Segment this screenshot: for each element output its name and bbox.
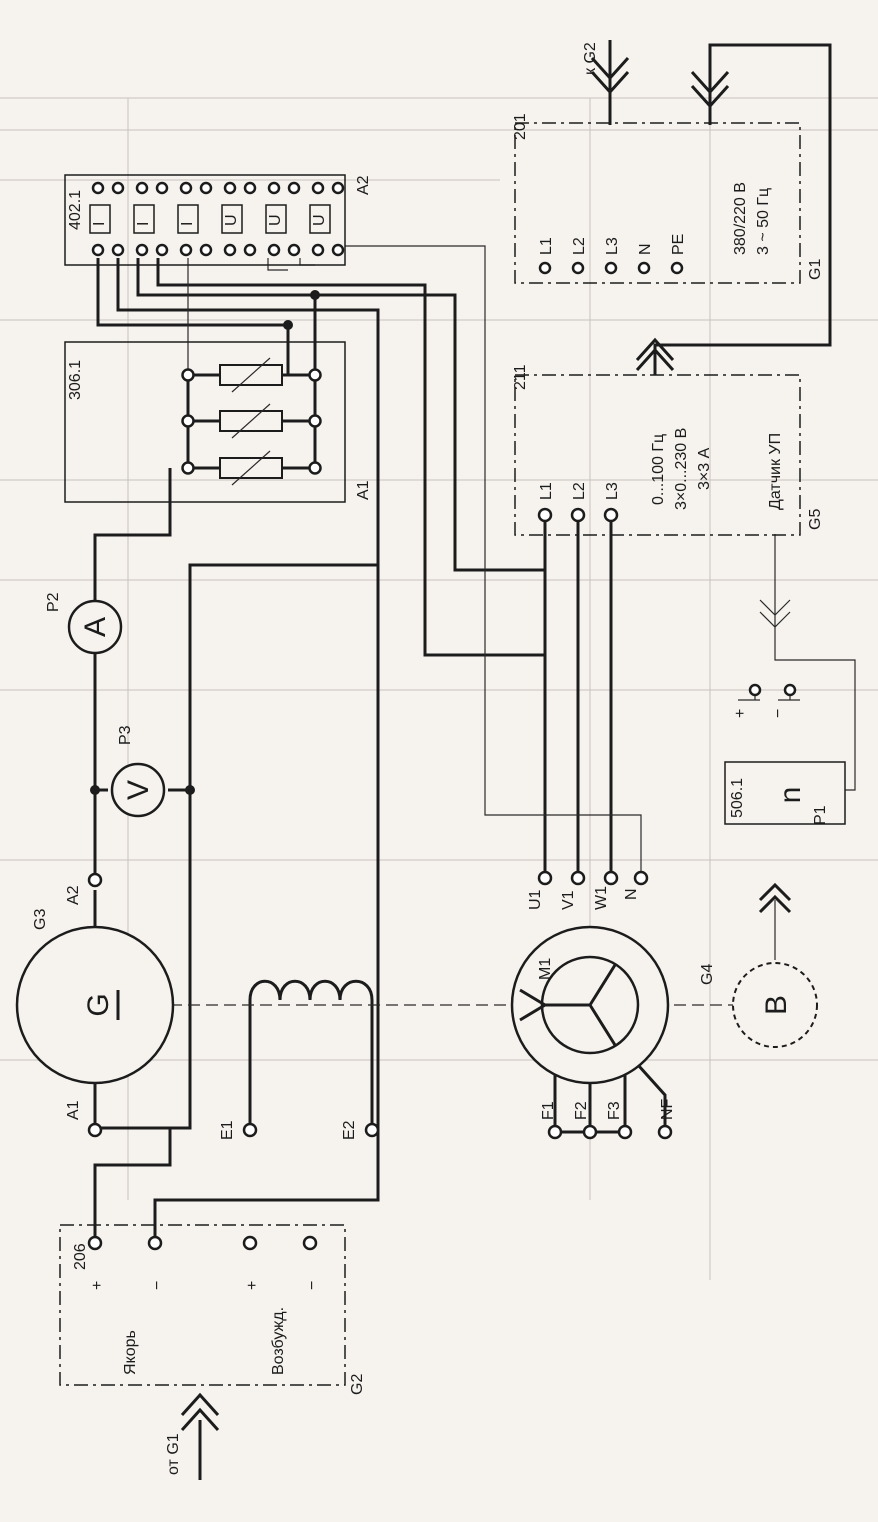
voltmeter-symbol: V (122, 780, 155, 800)
tachometer-plus: + (732, 709, 749, 718)
encoder-ref: G4 (699, 964, 716, 985)
terminal-u1: U1 (527, 889, 544, 910)
ammeter-ref: P2 (45, 592, 62, 612)
wires (93, 40, 856, 1480)
terminal-l1: L1 (538, 237, 555, 255)
terminal-pe: PE (670, 234, 687, 255)
power-supply-201: 201 G1 380/220 В 3 ~ 50 Гц L1 L2 L3 N PE… (512, 42, 824, 284)
terminal-e1: E1 (219, 1120, 236, 1140)
dc-source-206: 206 G2 + − + − Якорь Возбужд. от G1 (59, 1224, 366, 1475)
excitation-plus: + (244, 1281, 261, 1290)
label-to-g2: к G2 (582, 42, 599, 75)
tachometer-symbol: n (774, 787, 807, 804)
spec-frequency: 0...100 Гц (650, 434, 667, 505)
generator-g3: G G3 A2 A1 (15, 872, 175, 1138)
rating-frequency: 3 ~ 50 Гц (755, 188, 772, 255)
armature-label: Якорь (122, 1330, 139, 1375)
rheostat-bank (181, 357, 322, 486)
junction-dot (185, 785, 195, 795)
block-ref-g5: G5 (807, 509, 824, 530)
sensor-mark-3: I (179, 222, 196, 226)
block-code-206: 206 (72, 1243, 89, 1270)
sensor-mark-5: U (267, 214, 284, 226)
block-ref-a1: A1 (355, 480, 372, 500)
rotor-terminals: F1 F2 F3 NF (540, 1098, 676, 1140)
block-code-506-1: 506.1 (729, 778, 746, 818)
armature-minus: − (149, 1281, 166, 1290)
block-ref-g2: G2 (349, 1374, 366, 1395)
block-code-201: 201 (512, 113, 529, 140)
resistor-block-306-1: 306.1 A1 (64, 341, 372, 503)
background-table-ghost (0, 97, 878, 1280)
meter-block-402-1: 402.1 A2 I I I U U U (64, 174, 372, 266)
spec-current: 3×3 А (696, 447, 713, 490)
field-winding: E1 E2 (219, 979, 380, 1140)
terminal-n-motor: N (623, 888, 640, 900)
terminal-f2: F2 (573, 1101, 590, 1120)
rating-voltage: 380/220 В (732, 182, 749, 255)
terminal-w1: W1 (593, 886, 610, 910)
converter-terminal-l2: L2 (571, 482, 588, 500)
tachometer-506-1: 506.1 n P1 + − (724, 683, 846, 825)
sensor-mark-4: U (223, 214, 240, 226)
block-code-211: 211 (512, 364, 529, 390)
ammeter-symbol: A (79, 617, 112, 637)
terminal-l3: L3 (604, 237, 621, 255)
motor-ref: M1 (537, 958, 554, 980)
converter-terminal-l1: L1 (538, 482, 555, 500)
motor-m1: M1 U1 V1 W1 N F1 F2 F3 NF (510, 870, 676, 1140)
sensor-mark-2: I (135, 222, 152, 226)
armature-plus: + (89, 1281, 106, 1290)
tachometer-ref: P1 (812, 805, 829, 825)
block-code-306-1: 306.1 (67, 360, 84, 400)
encoder-g4: B G4 (699, 882, 818, 1048)
voltmeter-p3: V P3 (110, 725, 166, 818)
terminal-f3: F3 (606, 1101, 623, 1120)
junction-dot (310, 290, 320, 300)
converter-211: 211 G5 0...100 Гц 3×0...230 В 3×3 А Датч… (512, 337, 824, 628)
meter-block-terminals (91, 181, 345, 257)
ammeter-p2: A P2 (45, 592, 123, 655)
junction-dot (283, 320, 293, 330)
stator-terminals: U1 V1 W1 N (527, 870, 649, 910)
terminal-v1: V1 (560, 890, 577, 910)
excitation-label: Возбужд. (270, 1307, 287, 1375)
terminal-a1: A1 (65, 1100, 82, 1120)
tachometer-minus: − (770, 709, 787, 718)
encoder-symbol: B (760, 995, 793, 1015)
block-ref-g1: G1 (807, 259, 824, 280)
sensor-row: I I I U U U (89, 204, 331, 234)
block-ref-a2: A2 (355, 175, 372, 195)
terminal-n: N (637, 243, 654, 255)
sensor-mark-6: U (311, 214, 328, 226)
sensor-label: Датчик УП (767, 433, 784, 510)
block-code-402-1: 402.1 (67, 190, 84, 230)
terminal-f1: F1 (540, 1101, 557, 1120)
excitation-minus: − (304, 1281, 321, 1290)
label-from-g1: от G1 (165, 1433, 182, 1475)
generator-ref: G3 (32, 909, 49, 930)
terminal-e2: E2 (341, 1120, 358, 1140)
generator-symbol: G (82, 993, 115, 1016)
terminal-a2: A2 (65, 885, 82, 905)
connector-arrow-to-g2 (590, 56, 730, 109)
sensor-mark-1: I (91, 222, 108, 226)
junction-dot (90, 785, 100, 795)
power-supply-terminals: L1 L2 L3 N PE (538, 234, 687, 275)
terminal-l2: L2 (571, 237, 588, 255)
converter-terminal-l3: L3 (604, 482, 621, 500)
voltmeter-ref: P3 (117, 725, 134, 745)
spec-voltage: 3×0...230 В (673, 428, 690, 510)
terminal-nf: NF (659, 1098, 676, 1120)
